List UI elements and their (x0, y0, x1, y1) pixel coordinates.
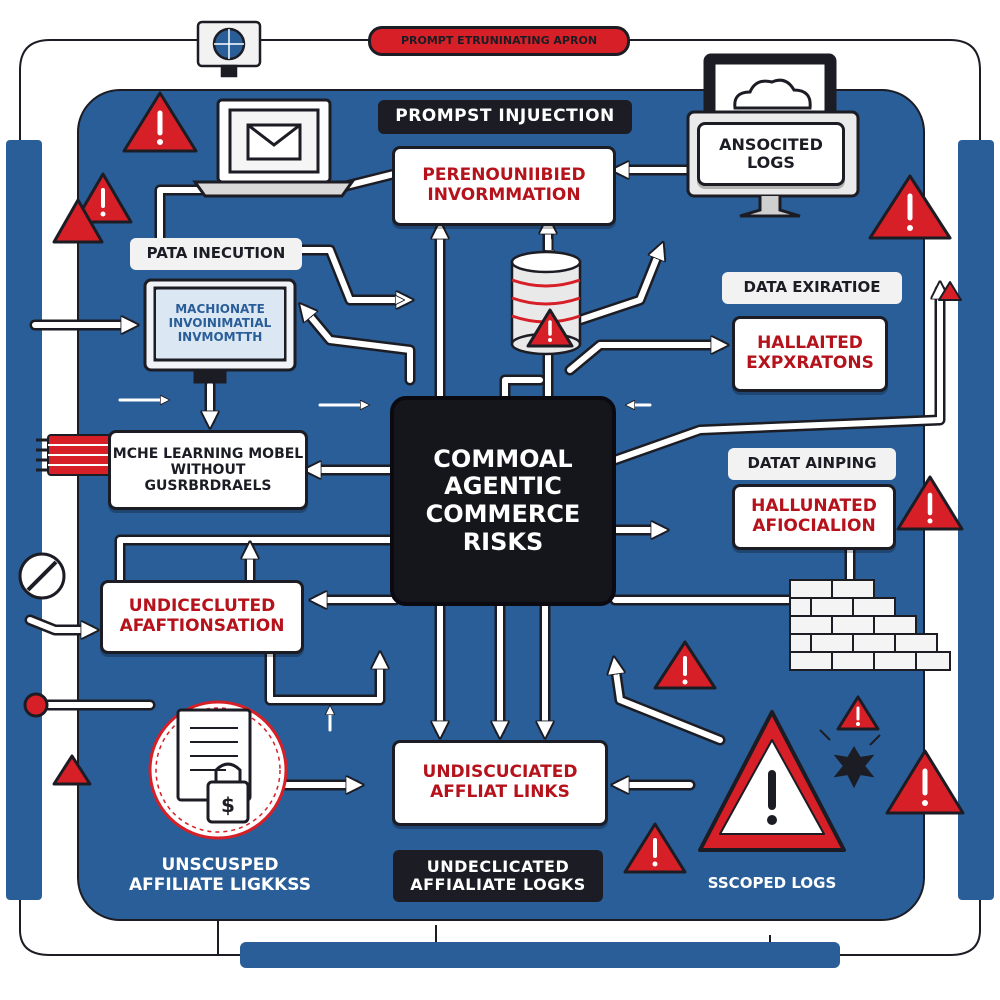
warning-triangle-icon (938, 281, 962, 301)
warning-triangle-icon (698, 710, 846, 852)
bottom-side-bar (240, 942, 840, 968)
prompt-injection-tag: PROMPST INJUECTION (378, 100, 632, 134)
left-side-bar (6, 140, 42, 900)
hallucinated-expirations-box: HALLAITED EXPXRATONS (732, 316, 888, 392)
associated-logs-box: ANSOCITED LOGS (697, 122, 845, 186)
scoped-logs-label: SSCOPED LOGS (707, 874, 837, 893)
central-hub: COMMOAL AGENTIC COMMERCE RISKS (390, 396, 616, 606)
warning-triangle-icon (73, 172, 133, 224)
personal-information-box: PERENOUNIIBIED INVORMMATION (392, 146, 616, 226)
hub-line-3: COMMERCE (425, 500, 581, 528)
document-lock-icon: $ (148, 700, 288, 840)
hallucinated-affiliation-box: HALLUNATED AFIOCIALION (732, 484, 896, 550)
right-side-bar (958, 140, 994, 900)
globe-monitor-icon (196, 20, 262, 78)
monitor-screen-text: MACHIONATE INVOINIMATIAL INVMOMTTH (156, 290, 284, 358)
data-exfiltration-tag: DATA EXIRATIOE (722, 272, 902, 304)
laptop-mail-icon (192, 98, 355, 198)
undisclosed-authorisation-box: UNDICECLUTED AFAFTIONSATION (100, 580, 304, 654)
blocked-icon (18, 552, 66, 600)
warning-triangle-icon (653, 640, 717, 690)
undeclicated-logs-tag: UNDECLICATED AFFIALIATE LOGKS (393, 850, 603, 902)
warning-triangle-icons (23, 91, 965, 874)
warning-triangle-icon (836, 695, 880, 731)
warning-triangle-icon (52, 198, 104, 244)
unscoped-affiliate-links-label: UNSCUSPED AFFILIATE LIGKKSS (128, 855, 311, 895)
warning-triangle-icon (52, 754, 92, 786)
node-dot (23, 692, 49, 718)
brick-wall-icon (789, 579, 951, 671)
hub-line-1: COMMOAL (433, 444, 573, 473)
warning-triangle-icon (868, 174, 952, 240)
undisclosed-affiliate-links-box: UNDISCUCIATED AFFLIAT LINKS (392, 740, 608, 826)
warning-triangle-icon (896, 475, 964, 531)
warning-triangle-icon (526, 308, 574, 348)
hub-line-2: AGENTIC (444, 472, 562, 501)
data-injection-tag: PATA INECUTION (130, 238, 302, 270)
ml-model-box: MCHE LEARNING MOBEL WITHOUT GUSRBRDRAELS (108, 430, 308, 510)
data-aiping-tag: DATAT AINPING (728, 448, 896, 480)
top-banner: PROMPT ETRUNINATING APRON (368, 26, 630, 56)
warning-triangle-icon (885, 749, 965, 815)
warning-triangle-icon (122, 91, 198, 153)
spark-icon (819, 729, 881, 789)
warning-triangle-icon (623, 822, 687, 874)
svg-text:$: $ (221, 793, 235, 817)
hub-line-4: RISKS (462, 527, 544, 556)
